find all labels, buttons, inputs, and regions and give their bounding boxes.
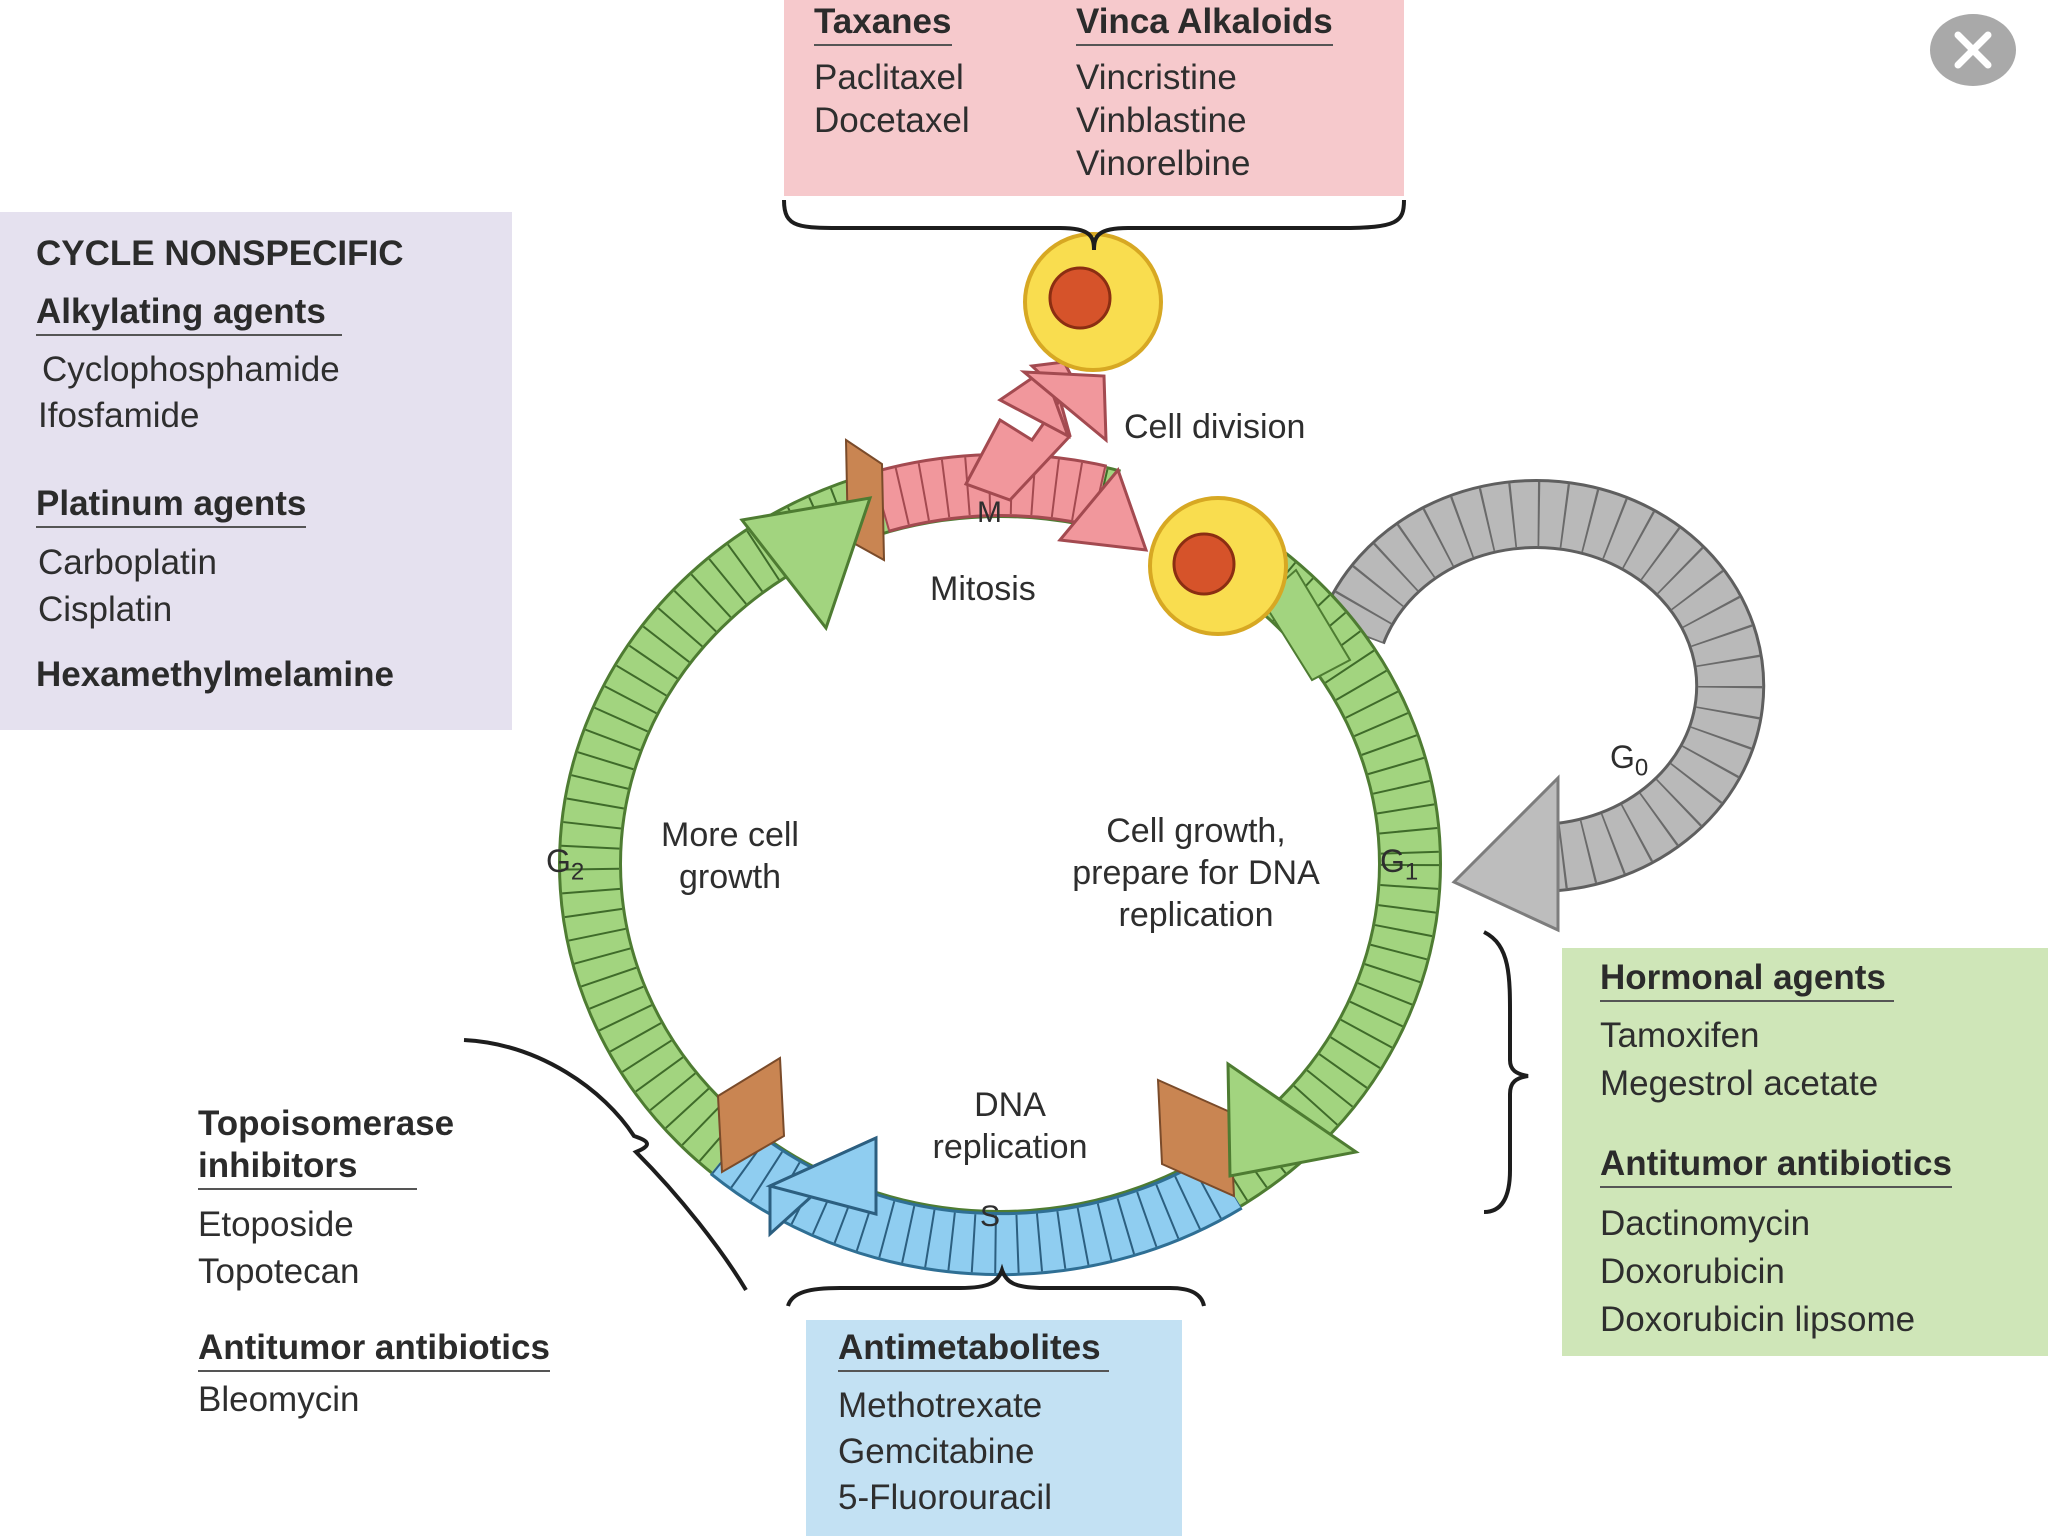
g1-description-line: replication xyxy=(1118,896,1274,934)
g0-arrowhead xyxy=(1451,774,1560,933)
drug-item: Vincristine xyxy=(1076,58,1237,97)
close-icon xyxy=(1954,31,1992,69)
cell-right xyxy=(1148,496,1288,636)
drug-item: Dactinomycin xyxy=(1600,1204,1811,1243)
drug-item: Paclitaxel xyxy=(814,58,964,97)
checkpoint-block-s-g1 xyxy=(1156,1078,1236,1198)
cycle-nonspecific-title: CYCLE NONSPECIFIC xyxy=(36,234,404,273)
antimetabolites-heading: Antimetabolites xyxy=(838,1328,1109,1372)
drug-item: Doxorubicin xyxy=(1600,1252,1785,1291)
g2-description: More cell growth xyxy=(620,814,840,898)
g2-arrowhead xyxy=(739,496,873,632)
cell-cycle-specific-m-phase-box: Taxanes Paclitaxel Docetaxel Vinca Alkal… xyxy=(784,0,1404,196)
drug-item: Cisplatin xyxy=(38,590,173,629)
drug-item: Ifosfamide xyxy=(38,396,200,435)
drug-item: Topotecan xyxy=(198,1252,360,1291)
antitumor-antibiotics-heading: Antitumor antibiotics xyxy=(1600,1144,1952,1188)
right-brace xyxy=(1483,930,1529,1214)
g1-description-line: prepare for DNA xyxy=(1072,854,1320,892)
topoisomerase-heading-line1: Topoisomerase xyxy=(198,1104,455,1143)
s-description-line: replication xyxy=(932,1128,1088,1166)
g1-phase-drugs-box: Hormonal agents Tamoxifen Megestrol acet… xyxy=(1562,948,2048,1356)
top-brace xyxy=(782,199,1406,251)
drug-item: Docetaxel xyxy=(814,101,970,140)
g1-description-line: Cell growth, xyxy=(1106,812,1286,850)
drug-item: Methotrexate xyxy=(838,1386,1043,1425)
mitosis-label: Mitosis xyxy=(930,570,1036,608)
cell-division-arrow xyxy=(963,360,1108,502)
s-description: DNA replication xyxy=(900,1084,1120,1168)
platinum-agents-heading: Platinum agents xyxy=(36,484,307,528)
m-arrowhead xyxy=(1057,466,1149,552)
s-description-line: DNA xyxy=(974,1086,1046,1124)
drug-item: Gemcitabine xyxy=(838,1432,1035,1471)
drug-item: Vinorelbine xyxy=(1076,144,1251,183)
topoisomerase-brace xyxy=(463,1038,748,1292)
bottom-antitumor-antibiotics-heading: Antitumor antibiotics xyxy=(198,1328,550,1372)
g0-phase-label: G0 xyxy=(1610,739,1649,782)
drug-item: 5-Fluorouracil xyxy=(838,1478,1052,1517)
g0-loop xyxy=(1319,479,1766,933)
drug-item: Doxorubicin lipsome xyxy=(1600,1300,1916,1339)
checkpoint-block-g2-s xyxy=(716,1056,786,1174)
alkylating-agents-heading: Alkylating agents xyxy=(36,292,342,336)
cell-division-label: Cell division xyxy=(1124,408,1306,446)
topoisomerase-heading-line2: inhibitors xyxy=(198,1146,418,1190)
close-button[interactable] xyxy=(1930,14,2016,86)
g1-description: Cell growth, prepare for DNA replication xyxy=(1036,810,1356,936)
vinca-alkaloids-heading: Vinca Alkaloids xyxy=(1076,2,1333,46)
drug-item: Bleomycin xyxy=(198,1380,360,1419)
hexamethylmelamine-heading: Hexamethylmelamine xyxy=(36,655,394,694)
g1-arrowhead xyxy=(1226,1061,1360,1178)
drug-item: Megestrol acetate xyxy=(1600,1064,1879,1103)
cycle-nonspecific-box: CYCLE NONSPECIFIC Alkylating agents Cycl… xyxy=(0,212,512,730)
g2-description-line: More cell xyxy=(661,816,799,854)
g1-phase-label: G1 xyxy=(1380,843,1419,886)
s-phase-drugs-box: Antimetabolites Methotrexate Gemcitabine… xyxy=(806,1320,1182,1536)
bottom-brace xyxy=(786,1263,1206,1307)
hormonal-agents-heading: Hormonal agents xyxy=(1600,958,1894,1002)
m-phase-label: M xyxy=(977,496,1002,529)
s-phase-label: S xyxy=(980,1200,1001,1233)
drug-item: Etoposide xyxy=(198,1205,354,1244)
drug-item: Tamoxifen xyxy=(1600,1016,1760,1055)
drug-item: Vinblastine xyxy=(1076,101,1247,140)
taxanes-heading: Taxanes xyxy=(814,2,952,46)
drug-item: Cyclophosphamide xyxy=(42,350,340,389)
drug-item: Carboplatin xyxy=(38,543,217,582)
g2-description-line: growth xyxy=(678,858,782,896)
cell-top xyxy=(1023,232,1163,372)
s-arrowhead-back xyxy=(765,1135,878,1216)
g2-phase-label: G2 xyxy=(546,843,585,886)
